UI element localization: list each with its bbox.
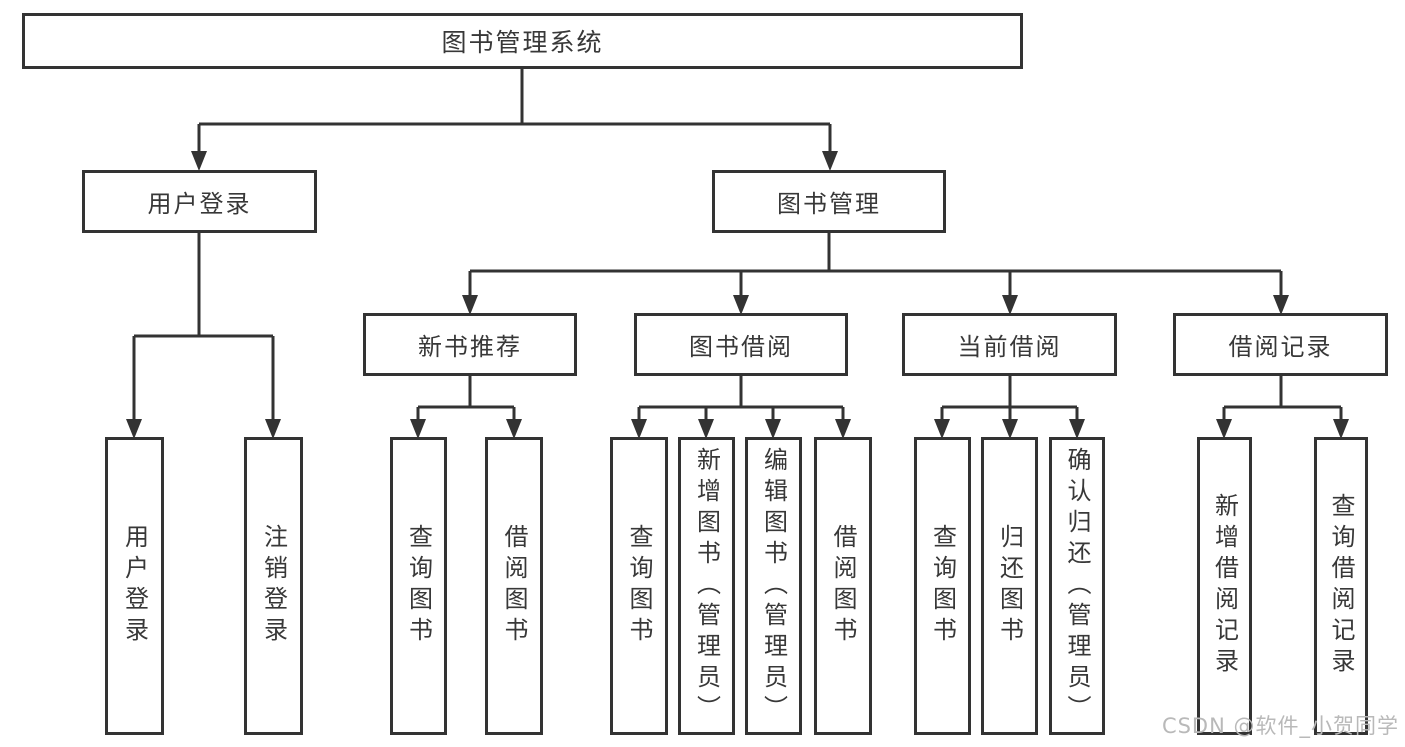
leaf-borrow-books-label: 借阅图书 [829, 524, 857, 648]
leaf-logout: 注销登录 [244, 437, 303, 735]
leaf-add-borrow-record: 新增借阅记录 [1197, 437, 1252, 735]
arrowheads [126, 151, 1349, 439]
node-new-book-recommend: 新书推荐 [363, 313, 577, 376]
node-root: 图书管理系统 [22, 13, 1023, 69]
leaf-query-books-borrow-label: 查询图书 [625, 524, 653, 648]
node-book-management-label: 图书管理 [777, 190, 881, 218]
node-root-label: 图书管理系统 [441, 28, 604, 57]
node-current-borrow: 当前借阅 [902, 313, 1117, 376]
leaf-user-login: 用户登录 [105, 437, 164, 735]
node-user-login: 用户登录 [82, 170, 317, 233]
leaf-add-books-admin: 新增图书（管理员） [678, 437, 735, 735]
leaf-logout-label: 注销登录 [259, 524, 288, 648]
node-book-borrow: 图书借阅 [634, 313, 848, 376]
leaf-query-books-current-label: 查询图书 [928, 524, 957, 648]
leaf-confirm-return-admin: 确认归还（管理员） [1049, 437, 1105, 735]
connector-path [132, 69, 1343, 420]
leaf-add-borrow-record-label: 新增借阅记录 [1210, 493, 1239, 679]
node-new-book-recommend-label: 新书推荐 [418, 333, 522, 361]
leaf-edit-books-admin-label: 编辑图书（管理员） [759, 446, 788, 726]
leaf-add-books-admin-label: 新增图书（管理员） [692, 446, 721, 726]
node-current-borrow-label: 当前借阅 [957, 333, 1062, 361]
leaf-return-books: 归还图书 [981, 437, 1038, 735]
leaf-query-books-recommend-label: 查询图书 [404, 524, 433, 648]
leaf-query-borrow-record-label: 查询借阅记录 [1327, 493, 1355, 679]
leaf-borrow-books-recommend: 借阅图书 [485, 437, 543, 735]
leaf-borrow-books-recommend-label: 借阅图书 [500, 524, 528, 648]
leaf-query-books-borrow: 查询图书 [610, 437, 668, 735]
leaf-borrow-books: 借阅图书 [814, 437, 872, 735]
node-book-management: 图书管理 [712, 170, 946, 233]
watermark: CSDN @软件_小贺同学 [1161, 714, 1399, 738]
node-user-login-label: 用户登录 [147, 190, 252, 218]
leaf-query-borrow-record: 查询借阅记录 [1314, 437, 1368, 735]
leaf-return-books-label: 归还图书 [995, 524, 1024, 648]
leaf-edit-books-admin: 编辑图书（管理员） [745, 437, 802, 735]
node-borrow-records-label: 借阅记录 [1228, 333, 1333, 361]
leaf-query-books-current: 查询图书 [914, 437, 971, 735]
leaf-user-login-label: 用户登录 [120, 524, 149, 648]
node-borrow-records: 借阅记录 [1173, 313, 1388, 376]
leaf-query-books-recommend: 查询图书 [390, 437, 447, 735]
leaf-confirm-return-admin-label: 确认归还（管理员） [1063, 446, 1091, 726]
node-book-borrow-label: 图书借阅 [689, 333, 793, 361]
